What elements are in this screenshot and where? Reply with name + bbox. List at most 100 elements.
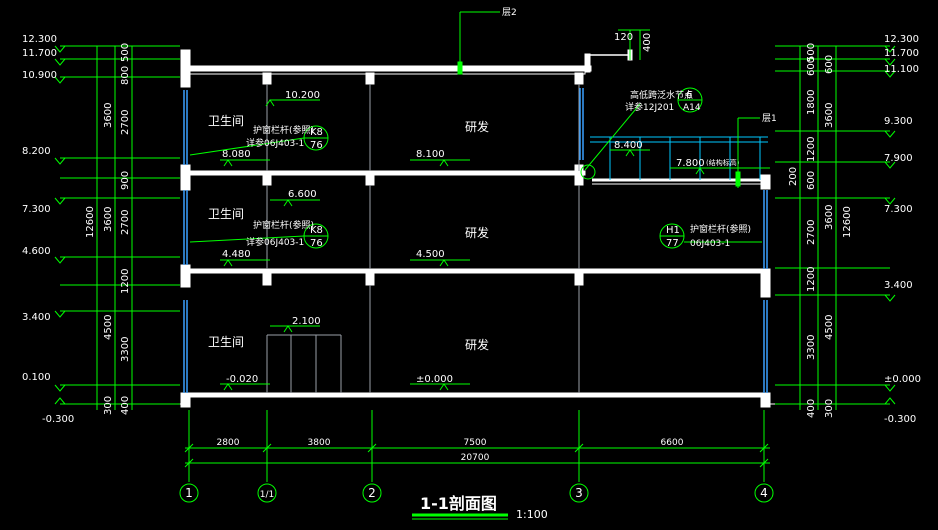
railing-a: 护窗栏杆(参照) xyxy=(253,124,314,136)
elev-l-3: 8.200 xyxy=(22,146,51,157)
elev-l-1: 11.700 xyxy=(22,48,57,59)
callout-76-b: 76 xyxy=(310,238,323,249)
railing-b: 护窗栏杆(参照) xyxy=(253,219,314,231)
callout-k8-a: K8 xyxy=(310,127,323,138)
elev-l-4: 7.300 xyxy=(22,204,51,215)
railing-a-ref: 详参06J403-1 xyxy=(246,137,304,149)
drain-note: 高低跨泛水节点 xyxy=(630,89,693,101)
elev-l-8: -0.300 xyxy=(42,414,74,425)
ldim-outer-0: 3600 xyxy=(103,103,114,128)
elev-r-3: 9.300 xyxy=(884,116,913,127)
axis-labels: 1 1/1 2 3 4 xyxy=(185,486,768,500)
rdim-inner-0: 500 xyxy=(806,43,817,62)
rdim-inner-4: 600 xyxy=(806,171,817,190)
drawing-scale: 1:100 xyxy=(516,508,548,521)
floor-level-text: 10.200 8.080 8.100 8.400 7.800 (结构标高) 6.… xyxy=(222,90,740,385)
railing-b-ref: 详参06J403-1 xyxy=(246,236,304,248)
rdim-inner-5: 2700 xyxy=(806,220,817,245)
rdim-outer-2: 3600 xyxy=(824,205,835,230)
elev-r-1: 11.700 xyxy=(884,48,919,59)
elev-r-6: 3.400 xyxy=(884,280,913,291)
callout-76-a: 76 xyxy=(310,140,323,151)
roof-slab xyxy=(189,70,586,75)
parapet-height: 400 xyxy=(642,33,653,52)
axis-total: 20700 xyxy=(461,453,490,463)
left-wall-top xyxy=(180,49,191,88)
elev-r-2: 11.100 xyxy=(884,64,919,75)
callout-a14: A14 xyxy=(683,103,701,113)
rdim-outer-0: 600 xyxy=(824,55,835,74)
drain-ref: 详参12J201 xyxy=(625,101,674,113)
axis-label-1: 1/1 xyxy=(260,490,274,500)
railing-c: 护窗栏杆(参照) xyxy=(690,223,751,235)
rdim-inner-7: 3300 xyxy=(806,335,817,360)
rdim-outer-3: 4500 xyxy=(824,315,835,340)
elev-l-5: 4.600 xyxy=(22,246,51,257)
ldim-outer-3: 300 xyxy=(103,396,114,415)
ldim-inner-6: 3300 xyxy=(120,337,131,362)
callout-77: 77 xyxy=(666,238,679,249)
callout-text: 护窗栏杆(参照) 详参06J403-1 K8 76 护窗栏杆(参照) 详参06J… xyxy=(246,7,777,249)
rdim-small: 200 xyxy=(788,167,799,186)
room-0: 卫生间 xyxy=(208,114,244,128)
axis-bubble-3 xyxy=(569,483,589,503)
building-structure xyxy=(150,49,850,408)
room-labels: 卫生间 研发 卫生间 研发 卫生间 研发 xyxy=(208,114,489,352)
rdim-total: 12600 xyxy=(842,206,853,238)
ldim-outer-1: 3600 xyxy=(103,207,114,232)
left-dimensions xyxy=(54,45,180,410)
lvl-6: 6.600 xyxy=(288,189,317,200)
right-dim-text: 500 600 1800 1200 600 2700 1200 3300 400… xyxy=(788,43,853,418)
left-dim-text: 500 800 2700 900 2700 1200 3300 400 3600… xyxy=(85,43,131,415)
room-2: 卫生间 xyxy=(208,207,244,221)
elev-r-0: 12.300 xyxy=(884,34,919,45)
ldim-outer-2: 4500 xyxy=(103,315,114,340)
drawing-title: 1-1剖面图 xyxy=(420,494,497,513)
rdim-outer-1: 3600 xyxy=(824,103,835,128)
lvl-9: 2.100 xyxy=(292,316,321,327)
elev-r-5: 7.300 xyxy=(884,204,913,215)
room-5: 研发 xyxy=(465,337,489,352)
room-4: 卫生间 xyxy=(208,335,244,349)
axis-dimensions xyxy=(179,410,774,503)
parapet-right xyxy=(584,53,591,73)
callout-graphics xyxy=(189,11,762,249)
lvl-5: (结构标高) xyxy=(706,158,740,167)
left-wall-3 xyxy=(180,264,191,288)
ldim-inner-0: 500 xyxy=(120,43,131,62)
axis-label-4: 4 xyxy=(760,486,768,500)
layer1-label: 层1 xyxy=(762,113,777,124)
left-elevation-labels: 12.300 11.700 10.900 8.200 7.300 4.600 3… xyxy=(22,34,74,425)
lvl-7: 4.480 xyxy=(222,249,251,260)
lvl-11: ±0.000 xyxy=(416,374,453,385)
callout-h1: H1 xyxy=(666,225,680,236)
floor-slab-2 xyxy=(189,268,771,274)
axis-bubble-1-1 xyxy=(257,483,277,503)
floor-slab-3 xyxy=(189,170,586,176)
rdim-inner-2: 1800 xyxy=(806,90,817,115)
ldim-inner-4: 2700 xyxy=(120,210,131,235)
room-1: 研发 xyxy=(465,119,489,134)
axis-dim-2: 7500 xyxy=(464,438,487,448)
roof-parapet-slab xyxy=(180,65,592,72)
ldim-inner-2: 2700 xyxy=(120,110,131,135)
right-elevation-labels: 12.300 11.700 11.100 9.300 7.900 7.300 3… xyxy=(884,34,921,425)
axis-label-0: 1 xyxy=(185,486,193,500)
axis-bubble-2 xyxy=(362,483,382,503)
ldim-inner-5: 1200 xyxy=(120,269,131,294)
ldim-inner-3: 900 xyxy=(120,171,131,190)
lvl-2: 8.100 xyxy=(416,149,445,160)
elev-r-4: 7.900 xyxy=(884,153,913,164)
lvl-1: 8.080 xyxy=(222,149,251,160)
axis-label-2: 2 xyxy=(368,486,376,500)
elev-r-7: ±0.000 xyxy=(884,374,921,385)
rdim-inner-3: 1200 xyxy=(806,137,817,162)
elev-l-7: 0.100 xyxy=(22,372,51,383)
elev-r-8: -0.300 xyxy=(884,414,916,425)
elev-l-2: 10.900 xyxy=(22,70,57,81)
lvl-8: 4.500 xyxy=(416,249,445,260)
right-dimensions xyxy=(775,45,896,410)
floor-slab-1 xyxy=(189,392,771,398)
room-3: 研发 xyxy=(465,225,489,240)
